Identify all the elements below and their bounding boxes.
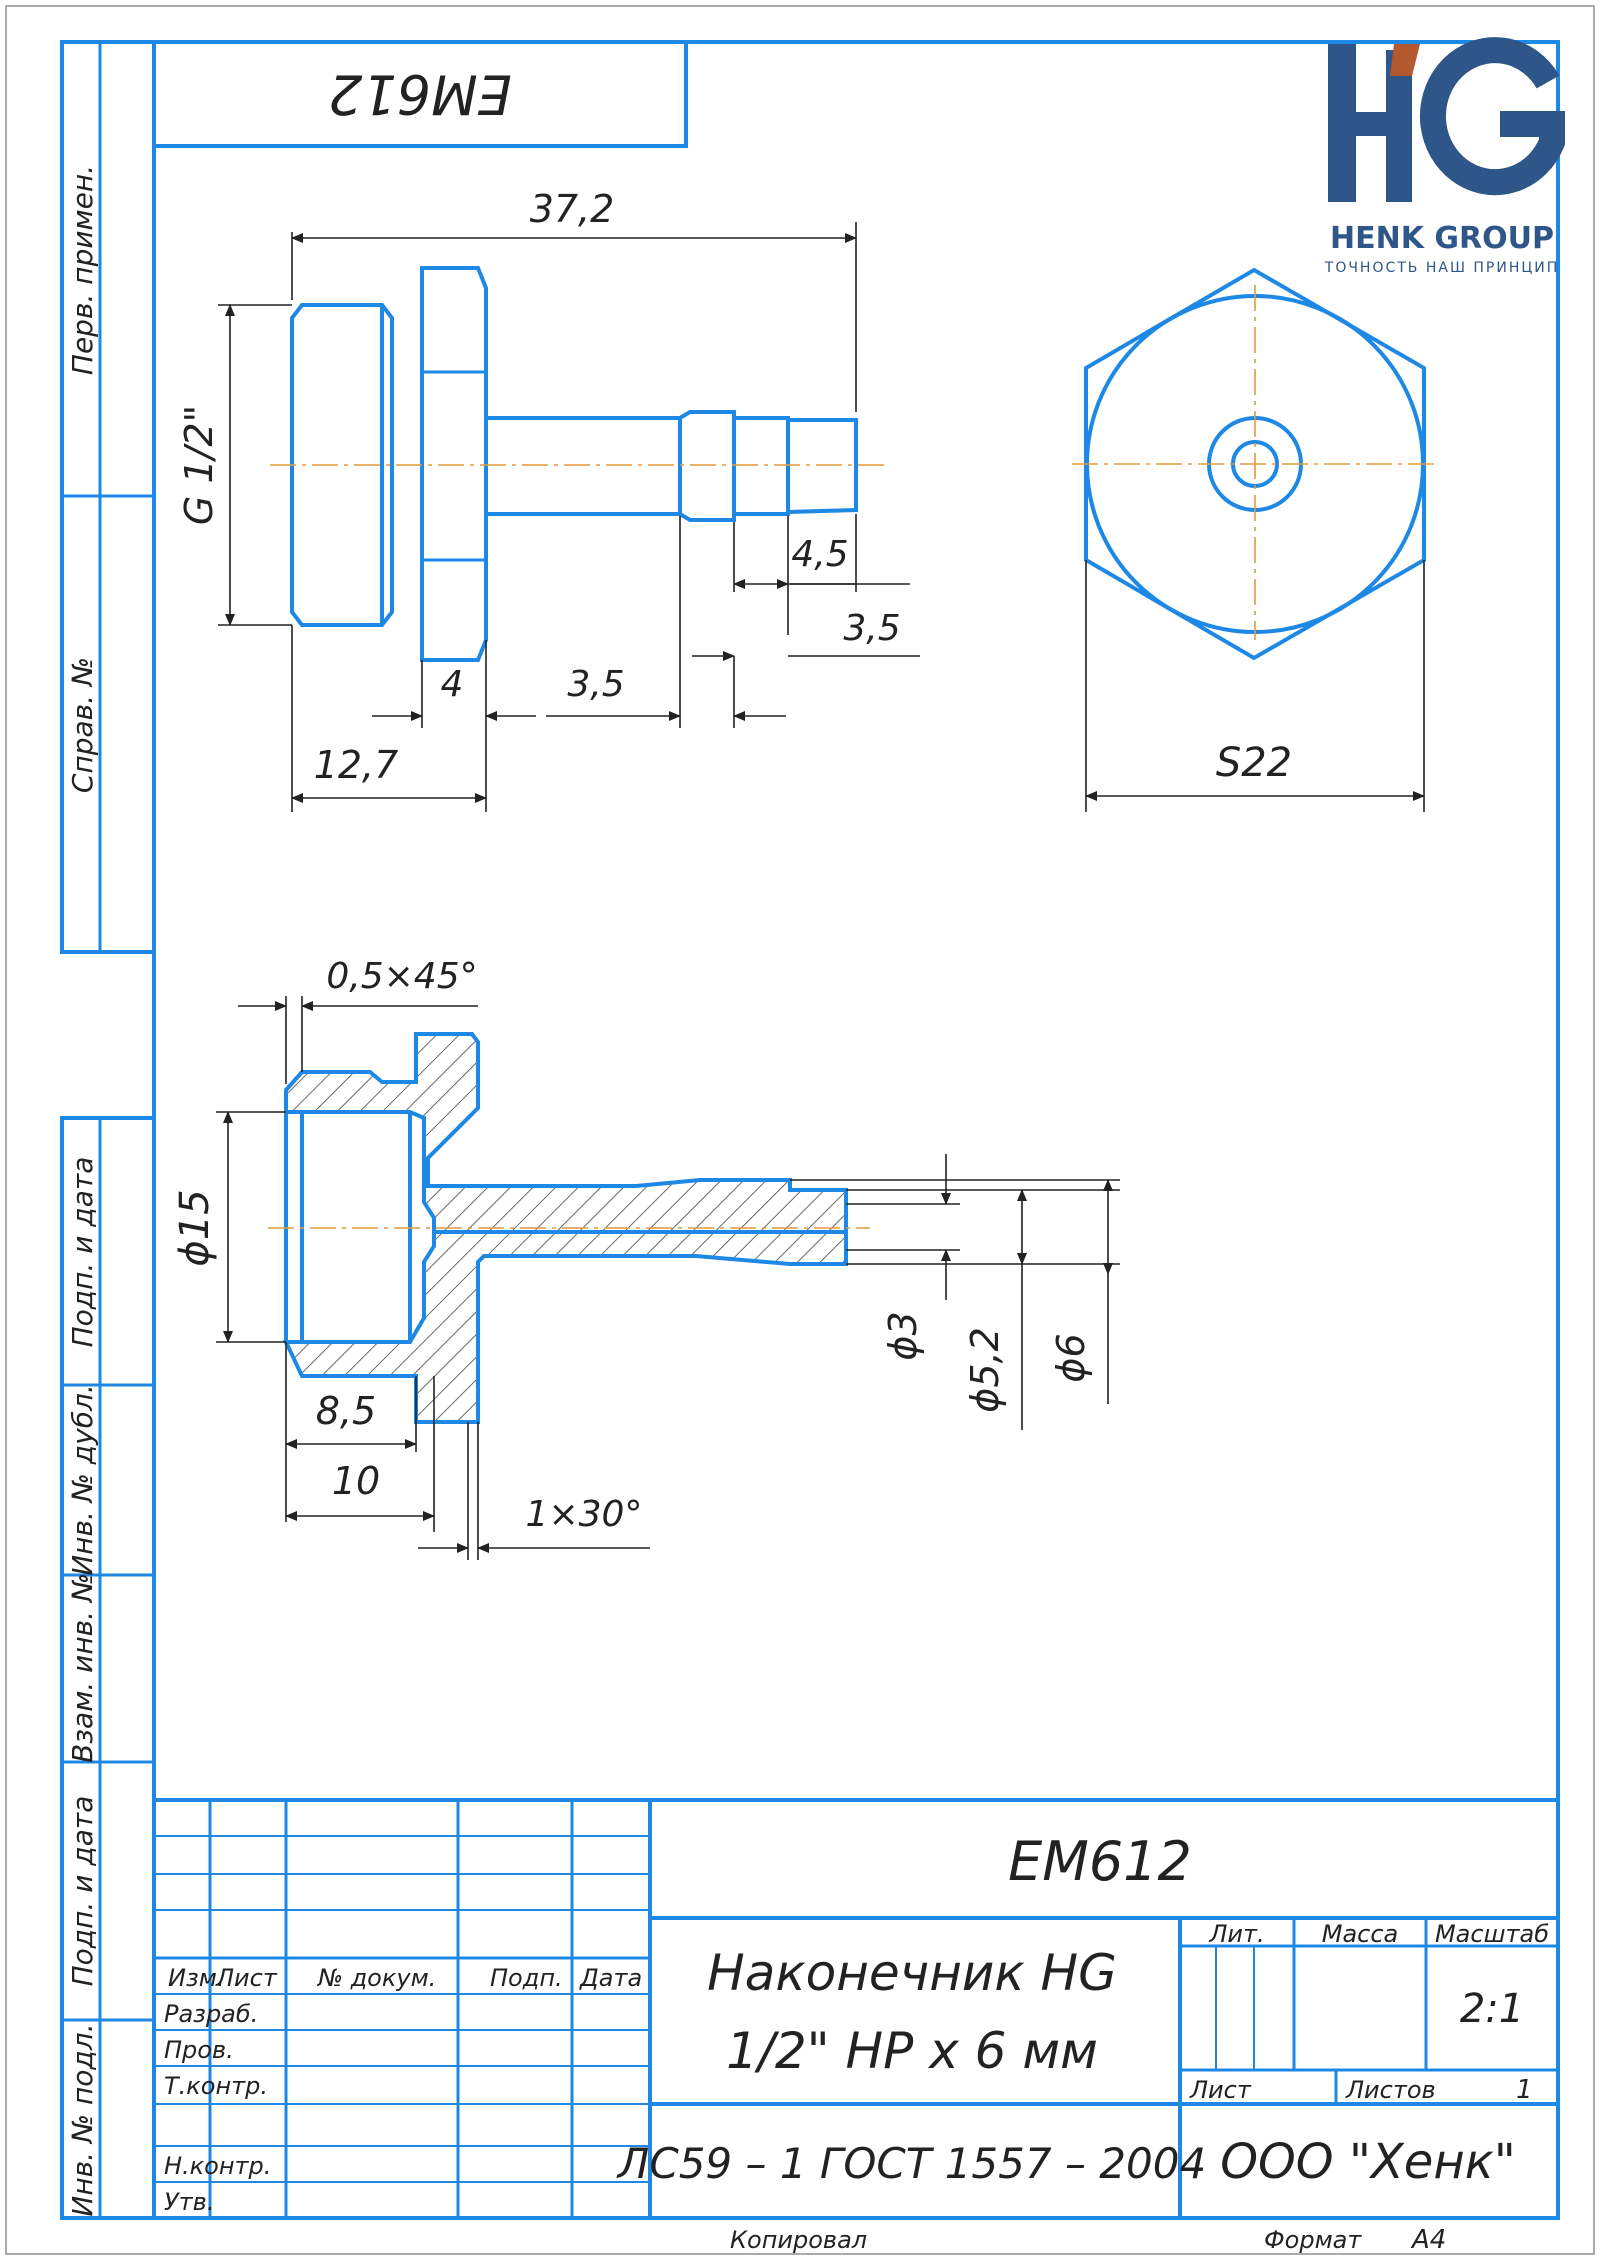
col-header-doc-number: № докум. [316,1964,436,1992]
side-view [270,266,890,662]
dim-thread-length: 12,7 [314,743,399,787]
side-label-vzam-inv: Взам. инв. № [66,1573,99,1763]
drawing-frame [5,5,1595,2255]
drawing-code-rotated: ЕМ612 [328,63,512,126]
dim-rib-width-1: 4,5 [791,534,848,575]
label-scale: Масштаб [1435,1920,1549,1948]
label-sheets: Листов [1345,2076,1436,2104]
role-nkontr: Н.контр. [164,2152,271,2180]
drawing-name-line2: 1/2" НР х 6 мм [726,2022,1098,2080]
logo-brand: HENK GROUP [1330,221,1554,256]
dim-bore-diameter: ϕ15 [172,1189,218,1266]
dim-mid-diameter: ϕ5,2 [963,1327,1007,1413]
dim-thread: G 1/2" [177,405,221,525]
role-razrab: Разраб. [164,2000,258,2028]
label-mass: Масса [1322,1920,1399,1948]
material-spec: ЛС59 – 1 ГОСТ 1557 – 2004 [616,2139,1206,2188]
col-header-date: Дата [579,1964,642,1992]
front-view: S22 [1072,267,1440,812]
label-format: Формат [1264,2226,1362,2254]
side-label-sprav: Справ. № [66,657,99,793]
label-sheet: Лист [1189,2076,1252,2104]
dim-large-diameter: ϕ6 [1049,1333,1093,1382]
format-value: А4 [1410,2225,1446,2255]
drawing-name-line1: Наконечник HG [707,1944,1117,2002]
section-view-dimensions: 0,5×45° ϕ15 ϕ3 ϕ5,2 ϕ6 8,5 10 1×30° [172,956,1120,1560]
side-view-dimensions: 37,2 G 1/2" 4,5 3,5 4 3,5 12,7 [177,187,920,812]
dim-chamfer-outer: 0,5×45° [326,956,477,997]
drawing-code: ЕМ612 [1008,1830,1192,1893]
role-utv: Утв. [164,2188,214,2216]
dim-bore-depth-2: 10 [332,1459,380,1503]
section-view [268,1032,870,1424]
henk-group-logo: HENK GROUP ТОЧНОСТЬ НАШ ПРИНЦИП [1324,37,1565,276]
scale-value: 2:1 [1460,1986,1524,2032]
sheets-total: 1 [1516,2075,1533,2105]
col-header-list: Лист [215,1964,278,1992]
title-block [154,1798,1558,2218]
side-label-perv-primen: Перв. примен. [66,165,99,375]
side-label-podp-data-2: Подп. и дата [66,1796,99,1987]
dim-hex-size: S22 [1216,740,1292,786]
dim-overall-length: 37,2 [530,187,615,231]
role-prov: Пров. [164,2036,234,2064]
col-header-izm: Изм. [168,1964,224,1992]
side-label-inv-dubl: Инв. № дубл. [66,1384,99,1576]
role-tkontr: Т.контр. [164,2072,268,2100]
dim-small-diameter: ϕ3 [881,1311,925,1360]
logo-tagline: ТОЧНОСТЬ НАШ ПРИНЦИП [1324,260,1559,276]
side-label-inv-podl: Инв. № подл. [66,2023,99,2216]
code-box-rotated [152,40,688,148]
label-lit: Лит. [1208,1920,1264,1948]
label-copied: Копировал [730,2226,867,2254]
dim-spacing: 3,5 [567,664,624,705]
side-label-podp-data-1: Подп. и дата [66,1157,99,1348]
col-header-signature: Подп. [490,1964,563,1992]
dim-chamfer-inner: 1×30° [526,1494,643,1535]
company-name: ООО "Хенк" [1220,2134,1516,2190]
dim-flange-thickness: 4 [441,664,464,705]
dim-rib-width-2: 3,5 [843,608,900,649]
dim-bore-depth-1: 8,5 [316,1389,376,1433]
